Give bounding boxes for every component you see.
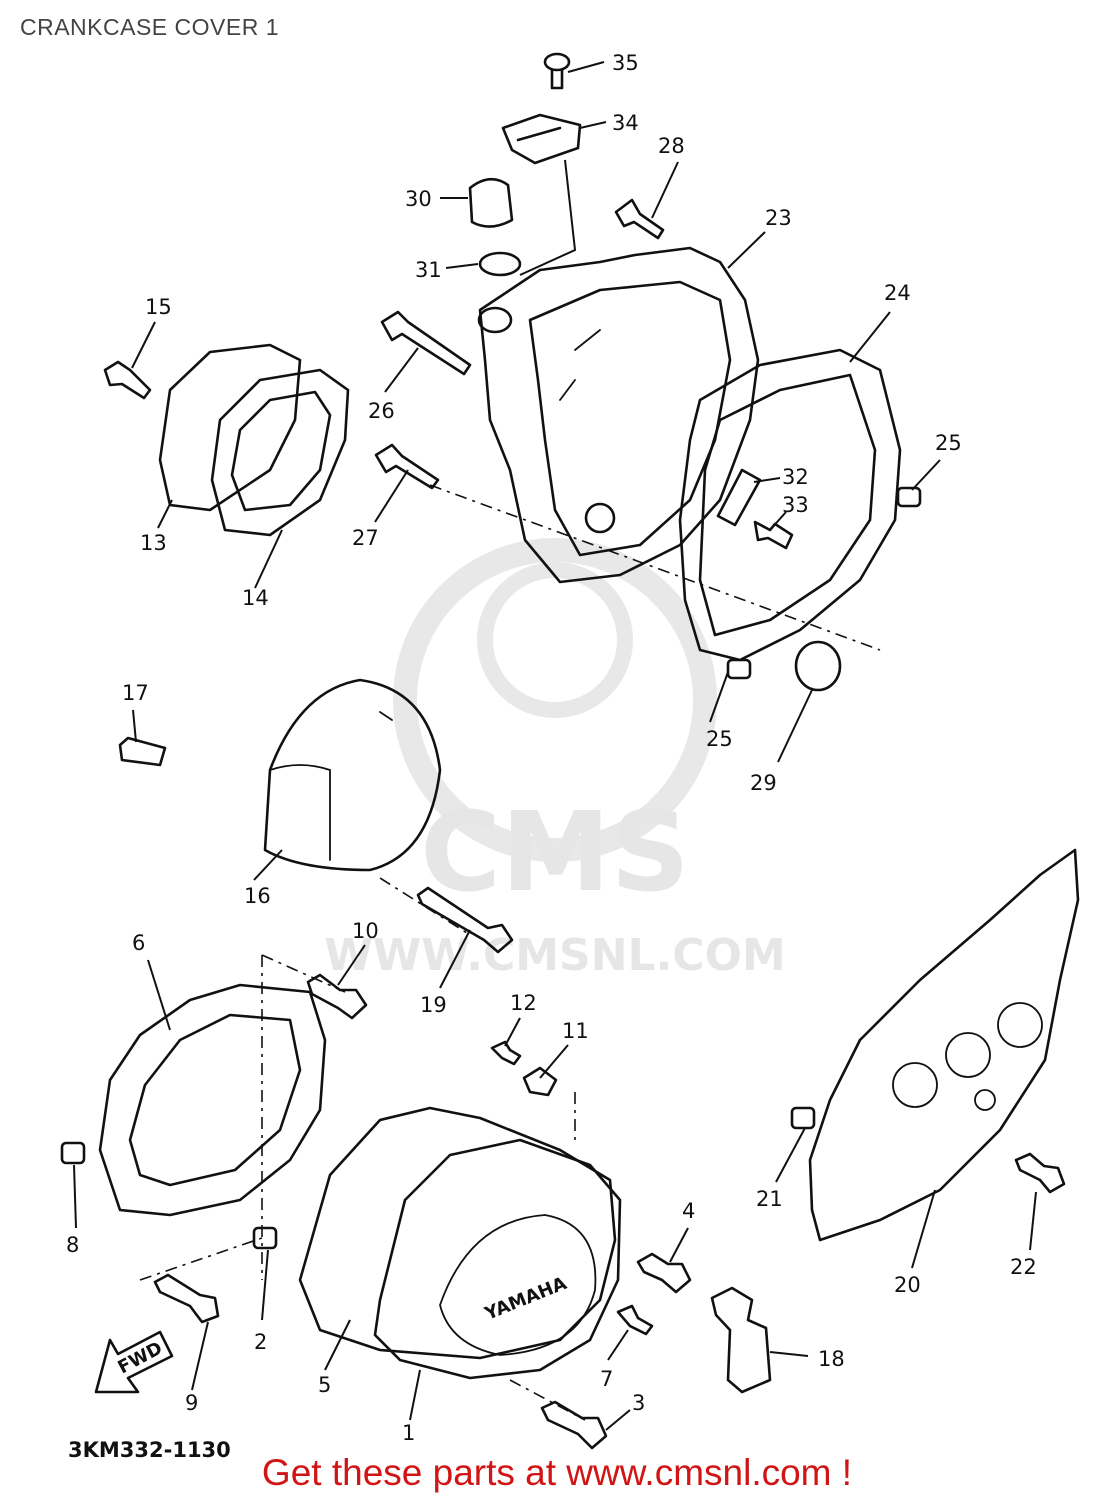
part-label-1: 1 [402,1421,415,1445]
part-label-30: 30 [405,187,432,211]
part-label-22: 22 [1010,1255,1037,1279]
part-31-o-ring [478,251,522,277]
part-label-34: 34 [612,111,639,135]
part-label-6: 6 [132,931,145,955]
page-title: CRANKCASE COVER 1 [20,14,280,40]
part-label-16: 16 [244,884,271,908]
part-22-bolt [1014,1152,1066,1194]
part-label-17: 17 [122,681,149,705]
part-25-dowel-right [896,486,922,508]
part-34-clamp [501,113,582,165]
part-28-bolt [614,198,665,240]
part-label-4: 4 [682,1199,695,1223]
part-18-bracket [710,1286,772,1394]
part-number-labels: 35 34 28 30 23 31 24 15 26 25 32 33 13 2… [66,51,1037,1445]
part-label-19: 19 [420,993,447,1017]
part-label-11: 11 [562,1019,589,1043]
watermark: CMS WWW.CMSNL.COM [324,538,786,981]
part-label-15: 15 [145,295,172,319]
part-label-3: 3 [632,1391,645,1415]
part-14-gasket [210,368,350,537]
part-label-14: 14 [242,586,269,610]
part-30-filler-cap [468,177,514,228]
part-label-10: 10 [352,919,379,943]
part-17-block [118,736,167,767]
part-label-31: 31 [415,258,442,282]
part-label-7: 7 [600,1367,613,1391]
part-21-dowel [790,1106,816,1130]
alignment-lines [139,484,881,1421]
part-10-bolt [306,973,368,1020]
part-35-bolt [543,52,571,90]
part-13-cover [158,343,302,512]
part-6-gasket [98,983,327,1217]
part-24-gasket [678,348,902,662]
cover-brand-text: YAMAHA [481,1273,570,1325]
part-label-27: 27 [352,526,379,550]
diagram-code: 3KM332-1130 [68,1438,231,1462]
part-label-29: 29 [750,771,777,795]
part-label-35: 35 [612,51,639,75]
part-label-20: 20 [894,1273,921,1297]
part-label-33: 33 [782,493,809,517]
part-12-screw [490,1040,522,1066]
part-29-plug [794,640,842,692]
part-8-dowel [60,1141,86,1165]
part-20-sprocket-cover [808,848,1080,1242]
part-25-dowel-lower [726,658,752,680]
part-5-gasket [298,1106,617,1360]
part-label-8: 8 [66,1233,79,1257]
part-27-bolt [374,443,440,490]
part-label-32: 32 [782,465,809,489]
part-label-2: 2 [254,1330,267,1354]
watermark-url: WWW.CMSNL.COM [324,930,786,981]
part-label-28: 28 [658,134,685,158]
watermark-brand: CMS [420,788,689,916]
part-19-bolt [416,886,514,954]
part-3-bolt [540,1400,608,1450]
part-26-bolt [380,310,472,376]
part-label-23: 23 [765,206,792,230]
part-4-bolt [636,1252,692,1294]
part-label-21: 21 [756,1187,783,1211]
part-32-plate [716,468,762,527]
part-23-crankcase-cover [477,246,760,584]
part-15-bolt [103,360,152,400]
part-16-rotor [263,678,442,872]
part-label-5: 5 [318,1373,331,1397]
part-label-25-top: 25 [935,431,962,455]
part-label-12: 12 [510,991,537,1015]
part-label-9: 9 [185,1391,198,1415]
part-label-26: 26 [368,399,395,423]
part-label-25-bottom: 25 [706,727,733,751]
front-direction-arrow: FWD [94,1330,174,1394]
part-7-screw [616,1304,654,1336]
part-1-clutch-cover: YAMAHA [373,1138,622,1380]
part-label-18: 18 [818,1347,845,1371]
part-2-dowel [252,1226,278,1250]
part-label-13: 13 [140,531,167,555]
call-to-action-link[interactable]: Get these parts at www.cmsnl.com ! [261,1452,853,1493]
part-label-24: 24 [884,281,911,305]
leader-lines [73,61,1037,1431]
part-9-bolt [153,1273,220,1324]
part-11-clip [522,1066,558,1097]
